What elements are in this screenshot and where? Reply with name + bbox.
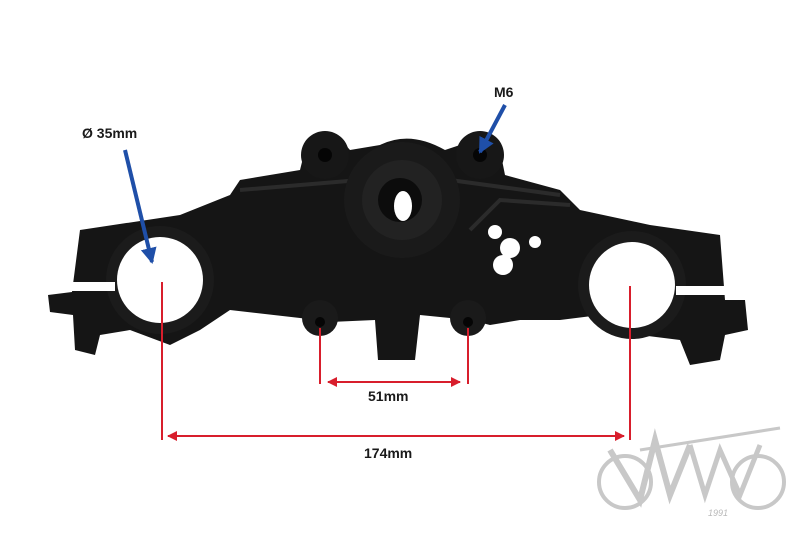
watermark-year: 1991 [708, 508, 729, 518]
left-fork-bore [55, 226, 214, 334]
brand-watermark-logo [597, 426, 786, 510]
thread-pointer-arrow [478, 104, 507, 154]
dimension-174mm [161, 282, 631, 441]
steering-stem-boss [344, 142, 460, 258]
outer-spacing-label: 174mm [364, 445, 413, 461]
top-mounting-ears [301, 131, 504, 179]
diameter-pointer-arrow [123, 149, 157, 264]
diameter-label: Ø 35mm [82, 125, 138, 141]
inner-spacing-label: 51mm [368, 388, 409, 404]
lower-threaded-bosses [302, 300, 486, 336]
thread-size-label: M6 [494, 84, 514, 100]
dimension-51mm [319, 328, 469, 387]
right-fork-bore [578, 231, 736, 339]
web-holes [488, 225, 541, 275]
